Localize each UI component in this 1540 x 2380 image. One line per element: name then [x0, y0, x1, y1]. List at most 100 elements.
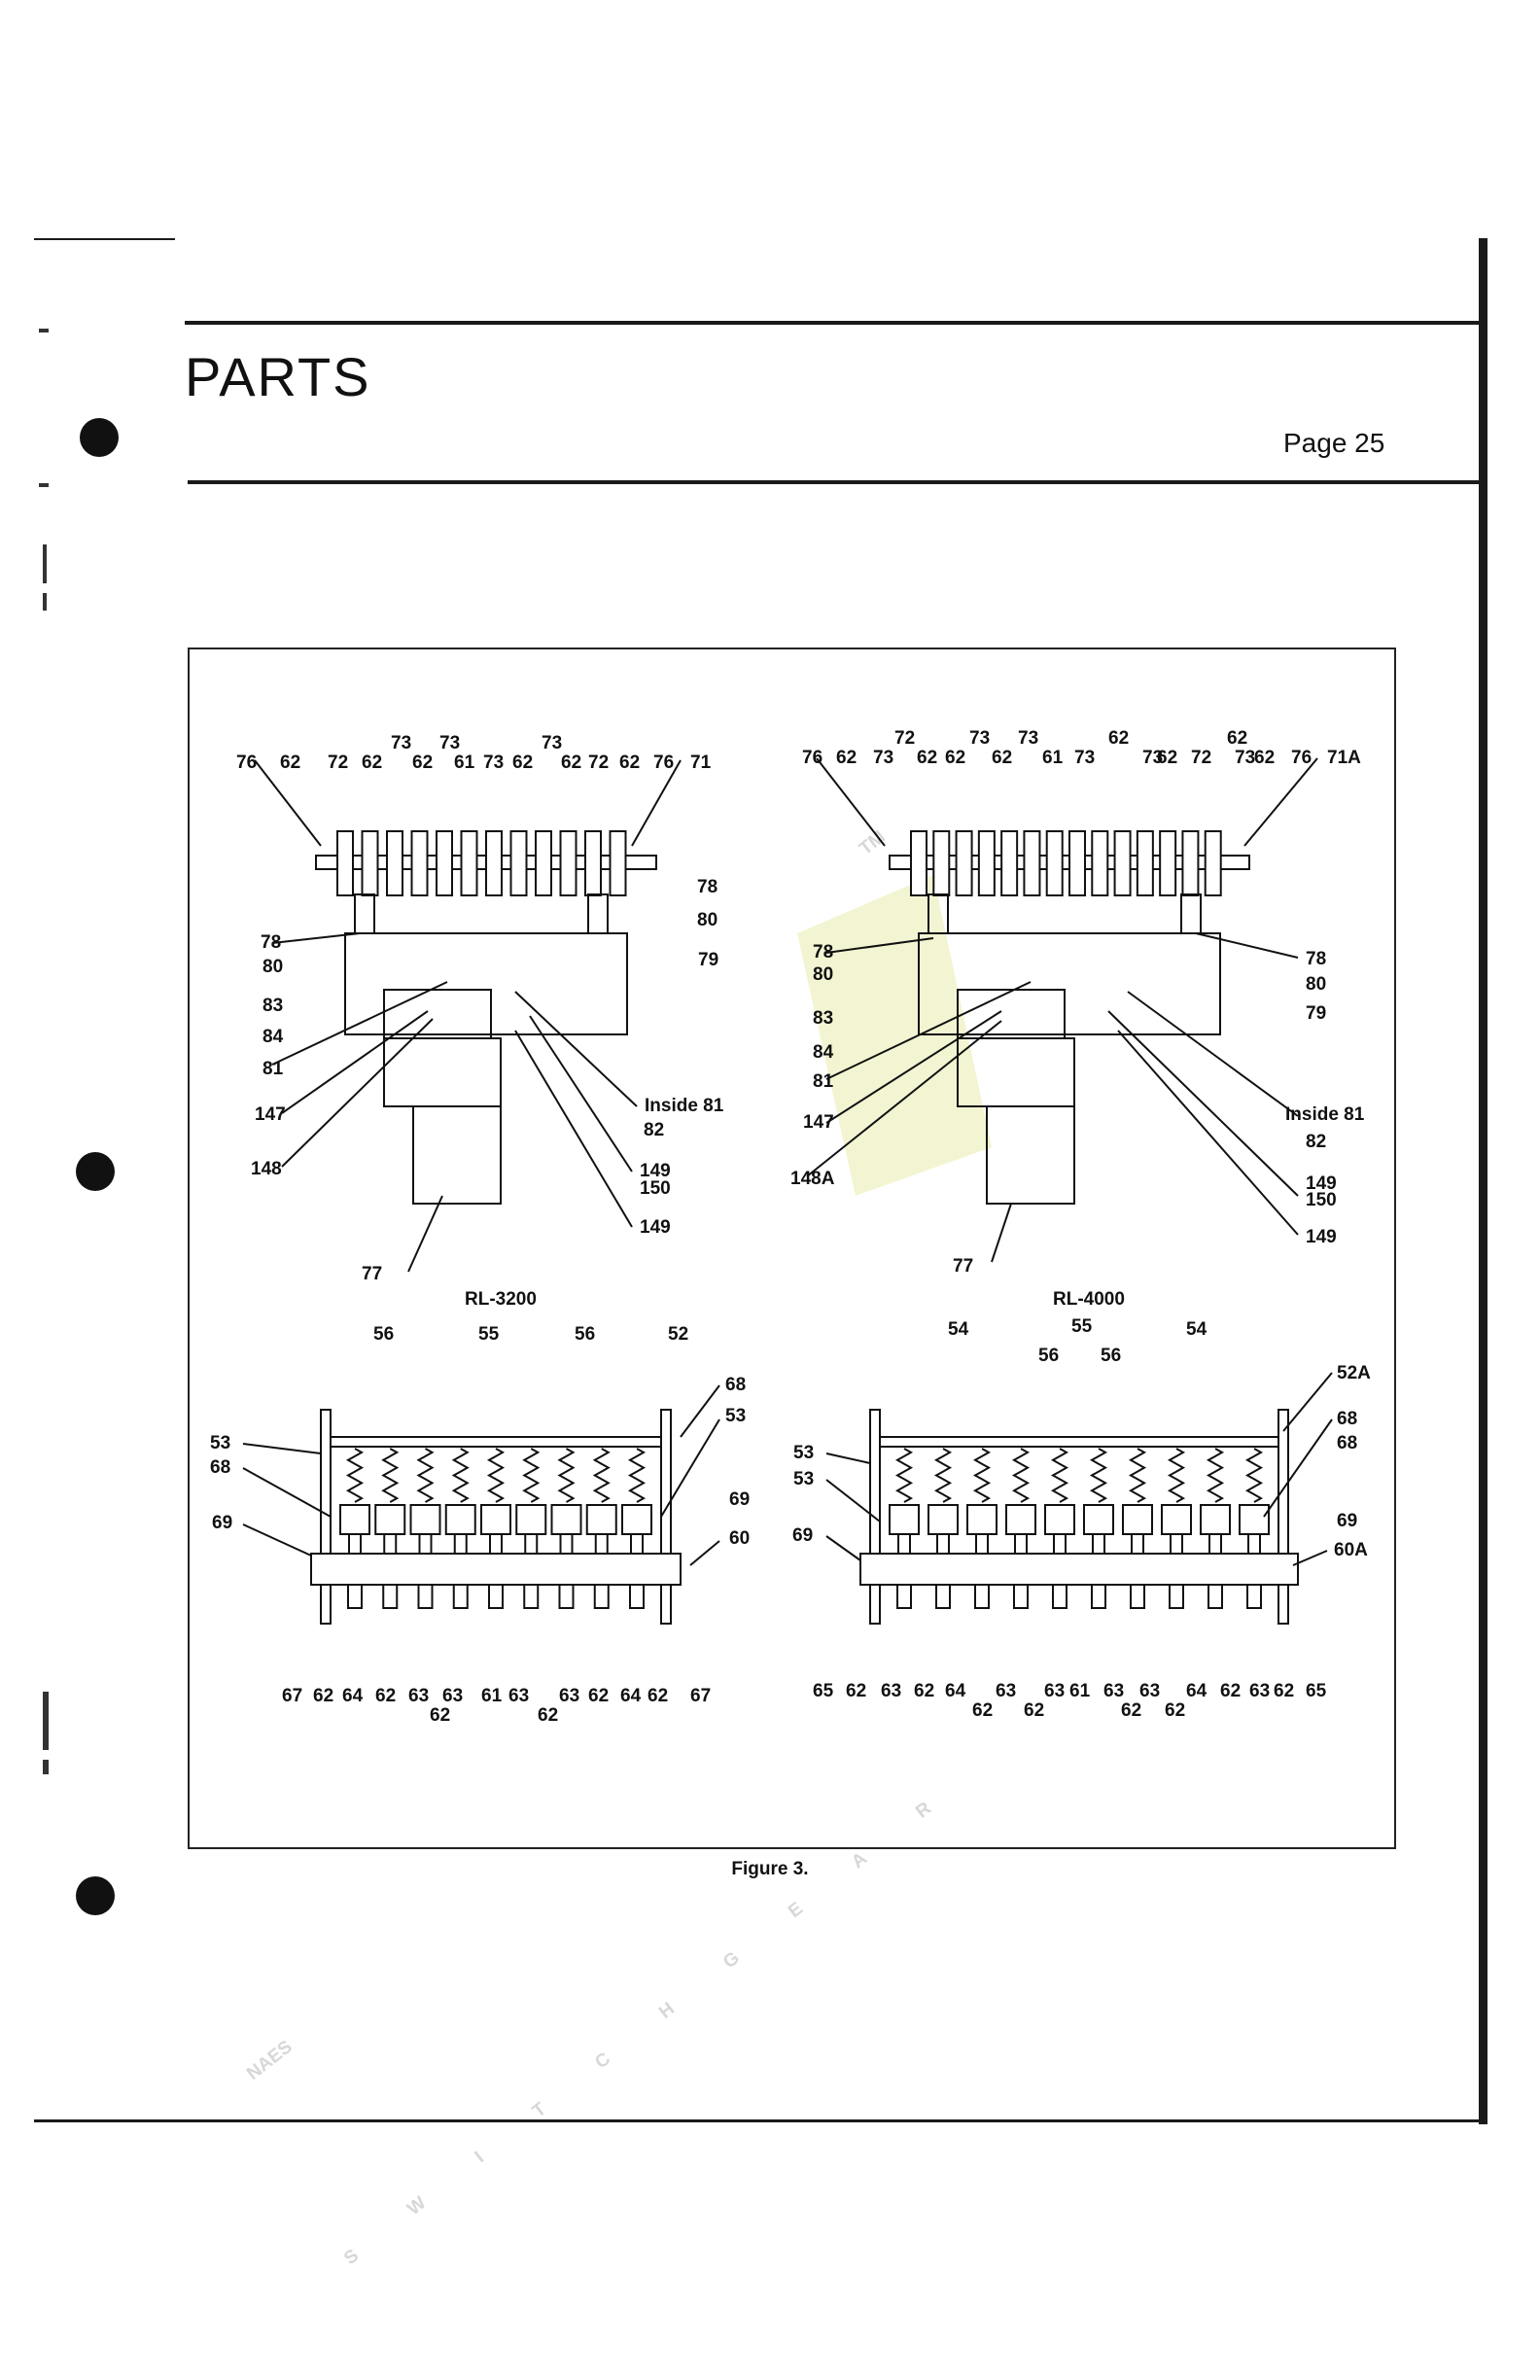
- callout-label: 62: [917, 748, 937, 768]
- leader-line: [806, 1020, 1002, 1177]
- contact-disk: [1159, 830, 1177, 896]
- contact-disk: [1113, 830, 1132, 896]
- leader-line: [514, 991, 638, 1107]
- contact-disk: [584, 830, 602, 896]
- callout-label: 62: [313, 1686, 333, 1706]
- callout-label: 69: [729, 1489, 750, 1510]
- callout-label: 67: [282, 1686, 302, 1706]
- leader-line: [271, 981, 448, 1066]
- contact-disk: [1181, 830, 1200, 896]
- contact-block: [374, 1504, 406, 1535]
- callout-label: 62: [375, 1686, 396, 1706]
- callout-label: 56: [1101, 1346, 1121, 1366]
- lower-stem: [382, 1584, 399, 1609]
- callout-label: 147: [255, 1104, 286, 1125]
- coil-body: [986, 1105, 1075, 1205]
- spring: [627, 1448, 647, 1503]
- callout-label: 64: [1186, 1681, 1208, 1701]
- callout-label: 52A: [1337, 1363, 1371, 1383]
- contact-block: [480, 1504, 511, 1535]
- header-top-rule: [185, 321, 1483, 325]
- callout-label: 62: [836, 748, 857, 768]
- callout-label: 62: [1220, 1681, 1241, 1701]
- leader-line: [281, 1010, 429, 1114]
- bottom-rule: [34, 2119, 1488, 2122]
- spring: [1089, 1448, 1108, 1503]
- callout-label: 80: [697, 910, 718, 930]
- callout-label: Inside 81: [1285, 1104, 1365, 1125]
- callout-label: 62: [1157, 748, 1177, 768]
- callout-label: 63: [1139, 1681, 1160, 1701]
- leader-line: [816, 757, 886, 847]
- callout-label: 81: [262, 1059, 284, 1079]
- callout-label: 78: [1306, 949, 1326, 969]
- contact-disk: [910, 830, 928, 896]
- leader-line: [1107, 1010, 1299, 1197]
- leader-line: [1195, 932, 1299, 959]
- contact-block: [928, 1504, 959, 1535]
- contact-stem: [1053, 1533, 1067, 1555]
- leader-line: [242, 1443, 322, 1454]
- base-block: [344, 932, 628, 1035]
- leader-line: [1127, 991, 1299, 1117]
- lower-stem: [896, 1584, 912, 1609]
- callout-label: 62: [945, 748, 965, 768]
- leader-line: [1263, 1418, 1333, 1518]
- leader-line: [242, 1467, 332, 1518]
- spring: [381, 1448, 400, 1503]
- contact-disk: [1204, 830, 1222, 896]
- spring: [592, 1448, 611, 1503]
- contact-stem: [489, 1533, 503, 1555]
- scan-speck: [43, 1760, 49, 1774]
- callout-label: 62: [362, 752, 382, 773]
- contact-stem: [630, 1533, 644, 1555]
- callout-label: 62: [412, 752, 433, 773]
- contact-stem: [897, 1533, 911, 1555]
- contact-block: [966, 1504, 998, 1535]
- top-left-rule: [34, 238, 175, 240]
- callout-label: 73: [1235, 748, 1255, 768]
- callout-label: 61: [454, 752, 475, 773]
- spring: [557, 1448, 576, 1503]
- callout-label: 68: [1337, 1409, 1357, 1429]
- callout-label: 62: [1254, 748, 1275, 768]
- callout-label: 69: [1337, 1511, 1357, 1531]
- callout-label: 73: [873, 748, 893, 768]
- lower-stem: [523, 1584, 540, 1609]
- callout-label: 62: [846, 1681, 866, 1701]
- contact-block: [444, 1504, 476, 1535]
- spring: [1167, 1448, 1186, 1503]
- callout-label: 60A: [1334, 1540, 1368, 1560]
- contact-stem: [1014, 1533, 1028, 1555]
- lower-stem: [488, 1584, 504, 1609]
- contact-disk: [509, 830, 528, 896]
- support-post: [354, 893, 375, 934]
- callout-label: 53: [725, 1406, 746, 1426]
- callout-label: 53: [793, 1443, 814, 1463]
- lower-stem: [558, 1584, 575, 1609]
- contact-stem: [453, 1533, 468, 1555]
- spring: [972, 1448, 992, 1503]
- callout-label: 63: [508, 1686, 529, 1706]
- leader-line: [254, 759, 322, 847]
- callout-label: 76: [1291, 748, 1312, 768]
- callout-label: 62: [1274, 1681, 1294, 1701]
- contact-disk: [932, 830, 951, 896]
- leader-line: [825, 1452, 871, 1464]
- callout-label: 69: [212, 1513, 232, 1533]
- contact-stem: [1170, 1533, 1183, 1555]
- contact-stem: [1131, 1533, 1144, 1555]
- contact-block: [621, 1504, 652, 1535]
- callout-label: 73: [1018, 728, 1038, 749]
- header-bottom-rule: [188, 480, 1483, 484]
- contact-stem: [383, 1533, 398, 1555]
- callout-label: Inside 81: [645, 1096, 724, 1116]
- leader-line: [689, 1540, 720, 1566]
- contact-stem: [1208, 1533, 1222, 1555]
- section-title: PARTS: [185, 346, 371, 407]
- contact-disk: [386, 830, 403, 896]
- contact-disk: [336, 830, 354, 896]
- callout-label: 62: [619, 752, 640, 773]
- callout-label: 64: [620, 1686, 642, 1706]
- callout-label: 72: [894, 728, 915, 749]
